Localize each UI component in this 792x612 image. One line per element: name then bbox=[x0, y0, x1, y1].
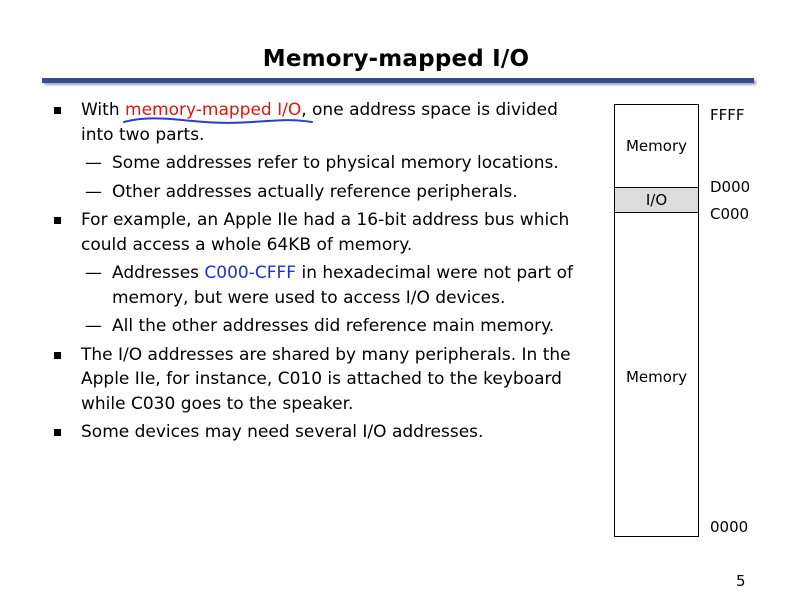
sub-bullet-text: Some addresses refer to physical memory … bbox=[112, 153, 559, 173]
highlight-term: memory-mapped I/O bbox=[123, 98, 314, 124]
title-divider bbox=[42, 78, 754, 83]
bullet-text: With bbox=[81, 100, 126, 120]
bullet-text: For example, an Apple IIe had a 16-bit a… bbox=[81, 210, 570, 230]
sub-bullet-text: memory, but were used to access I/O devi… bbox=[112, 287, 506, 308]
dash-bullet-icon: — bbox=[85, 263, 102, 283]
slide-title: Memory-mapped I/O bbox=[262, 46, 530, 72]
sub-bullet-text: in hexadecimal were not part of bbox=[296, 263, 573, 283]
bullet-text: Some devices may need several I/O addres… bbox=[81, 422, 484, 442]
dash-bullet-icon: — bbox=[85, 153, 102, 173]
address-range-highlight: C000-CFFF bbox=[204, 263, 297, 283]
page-number: 5 bbox=[736, 572, 746, 590]
square-bullet-icon bbox=[54, 217, 61, 224]
address-label-c000: C000 bbox=[710, 205, 750, 223]
dash-bullet-icon: — bbox=[85, 316, 102, 336]
handwritten-underline bbox=[123, 117, 314, 124]
square-bullet-icon bbox=[54, 429, 61, 436]
square-bullet-icon bbox=[54, 107, 61, 114]
bullet-item: Some devices may need several I/O addres… bbox=[54, 420, 614, 445]
bullet-text: Apple IIe, for instance, C010 is attache… bbox=[81, 369, 562, 389]
bullet-item: The I/O addresses are shared by many per… bbox=[54, 343, 614, 417]
bullet-text: while C030 goes to the speaker. bbox=[81, 393, 354, 414]
sub-bullet-text: Addresses bbox=[112, 263, 205, 283]
bullet-item: With memory-mapped I/O, one address spac… bbox=[54, 98, 614, 147]
memory-region-label: Memory bbox=[625, 137, 687, 155]
memory-region-label: Memory bbox=[625, 368, 687, 386]
sub-bullet-item: — Some addresses refer to physical memor… bbox=[54, 151, 614, 176]
address-label-d000: D000 bbox=[710, 178, 751, 196]
io-region: I/O bbox=[615, 187, 698, 213]
highlight-term-text: memory-mapped I/O bbox=[125, 100, 302, 120]
sub-bullet-item: — Other addresses actually reference per… bbox=[54, 180, 614, 205]
address-label-0000: 0000 bbox=[710, 518, 749, 536]
square-bullet-icon bbox=[54, 351, 61, 359]
bullet-text: The I/O addresses are shared by many per… bbox=[81, 344, 571, 365]
bullet-text: could access a whole 64KB of memory. bbox=[81, 234, 413, 255]
sub-bullet-text: All the other addresses did reference ma… bbox=[112, 316, 555, 336]
dash-bullet-icon: — bbox=[85, 181, 102, 202]
bullet-list: With memory-mapped I/O, one address spac… bbox=[54, 98, 614, 445]
sub-bullet-text: Other addresses actually reference perip… bbox=[112, 181, 518, 202]
bullet-text: , one address space is divided bbox=[301, 100, 558, 120]
address-label-ffff: FFFF bbox=[710, 106, 745, 124]
io-region-label: I/O bbox=[645, 191, 668, 209]
bullet-text: into two parts. bbox=[81, 124, 205, 145]
bullet-item: For example, an Apple IIe had a 16-bit a… bbox=[54, 208, 614, 257]
sub-bullet-item: — Addresses C000-CFFF in hexadecimal wer… bbox=[54, 261, 614, 310]
sub-bullet-item: — All the other addresses did reference … bbox=[54, 314, 614, 339]
memory-map-diagram: Memory I/O Memory bbox=[614, 104, 699, 537]
